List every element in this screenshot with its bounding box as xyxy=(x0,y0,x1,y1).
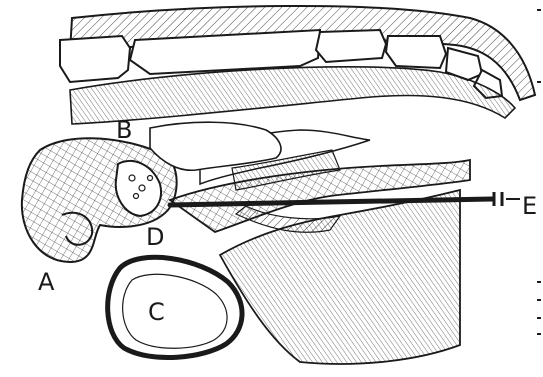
pouch xyxy=(108,257,242,357)
label-c: C xyxy=(148,298,165,326)
label-d: D xyxy=(146,223,164,251)
label-b: B xyxy=(116,116,132,144)
label-a: A xyxy=(38,268,55,296)
upper-tissue-layer xyxy=(70,67,515,124)
label-e: E xyxy=(522,192,537,220)
edge-marks xyxy=(537,10,541,334)
